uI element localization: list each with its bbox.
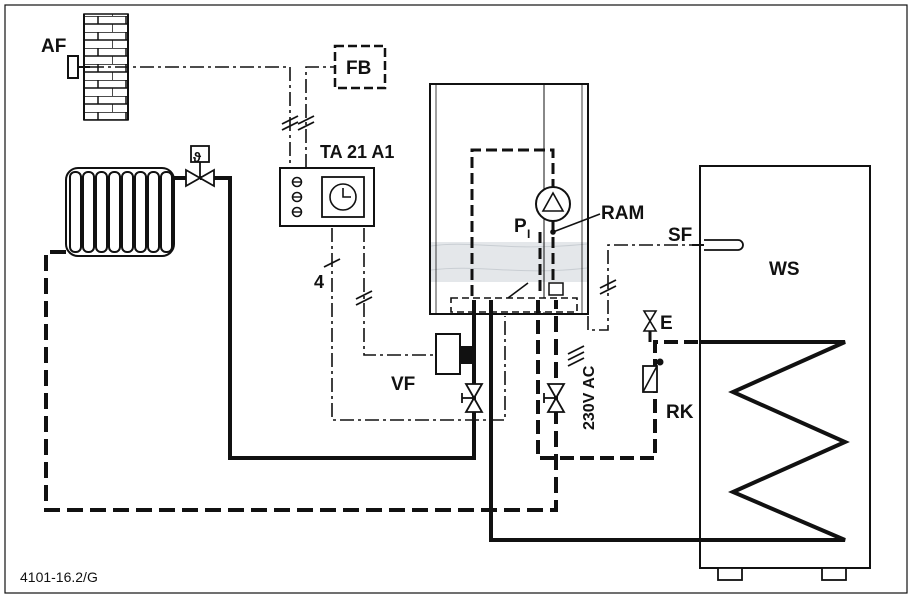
label-fb: FB — [346, 58, 371, 79]
diagram-frame — [4, 4, 908, 594]
heating-return-pipe — [44, 250, 558, 512]
label-p: P — [514, 216, 527, 237]
label-vf: VF — [391, 374, 415, 395]
pump-pi — [535, 186, 571, 222]
flow-sensor-vf — [435, 333, 474, 375]
label-theta: ϑ — [193, 149, 202, 165]
label-af: AF — [41, 36, 66, 57]
thermostatic-valve — [185, 145, 215, 188]
controller-ta21a1 — [279, 167, 375, 227]
cable-markers — [281, 115, 617, 367]
signal-wiring — [90, 66, 692, 421]
label-e: E — [660, 313, 673, 334]
label-ws: WS — [769, 259, 800, 280]
label-sf: SF — [668, 225, 692, 246]
storage-sensor-sf — [692, 239, 744, 251]
outdoor-sensor-af — [67, 55, 90, 79]
label-p-subscript: I — [527, 227, 530, 241]
radiator — [65, 167, 186, 257]
isolation-valve-heating — [461, 383, 484, 413]
diverter-valve-ram — [548, 213, 601, 296]
remote-control-fb — [333, 44, 387, 90]
storage-return-pipe — [536, 300, 700, 460]
isolation-valve-storage — [543, 383, 566, 413]
storage-tank-ws — [699, 165, 871, 581]
label-ta21a1: TA 21 A1 — [320, 142, 394, 162]
label-ram: RAM — [601, 203, 644, 224]
check-valve-rk — [642, 358, 664, 393]
label-4: 4 — [314, 272, 324, 292]
label-voltage: 230V AC — [581, 365, 598, 430]
drain-valve-e — [642, 310, 658, 342]
drawing-code: 4101-16.2/G — [20, 569, 98, 585]
label-rk: RK — [666, 402, 694, 423]
